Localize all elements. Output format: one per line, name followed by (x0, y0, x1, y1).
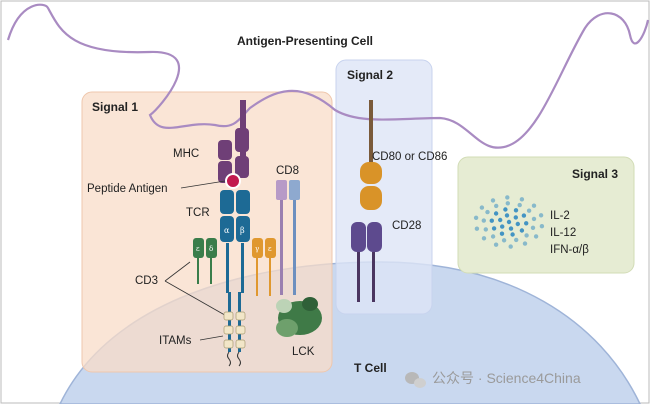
cd80-cd86-molecule (360, 100, 382, 210)
cytokine-dot (533, 234, 539, 239)
cytokine-dot (481, 218, 486, 223)
apc-label: Antigen-Presenting Cell (237, 34, 373, 48)
signal1-panel (81, 91, 333, 373)
lck-label: LCK (292, 346, 315, 358)
cytokine-dot (479, 205, 485, 210)
peptide-pointer (180, 180, 226, 189)
signal3-panel (457, 156, 635, 274)
watermark: 公众号 · Science4China (405, 370, 581, 388)
signal2-title: Signal 2 (347, 68, 393, 82)
cytokine-dot (491, 226, 497, 231)
cytokine-dot (530, 225, 536, 230)
cytokine-dot (521, 213, 527, 218)
cd3-epsilon-2: ε (268, 245, 272, 253)
cytokine-dot (503, 207, 508, 212)
cytokine-dot (513, 208, 519, 213)
cytokine-dot (474, 226, 480, 231)
cytokine-dot (505, 195, 510, 200)
mhc-molecule (218, 100, 249, 183)
cytokine-dot (526, 208, 532, 213)
signal3-title: Signal 3 (572, 167, 618, 181)
cd8-label: CD8 (276, 165, 299, 177)
cd3-gamma: γ (255, 245, 259, 253)
itam-pointer-lines (199, 335, 224, 341)
cytokine-dot (499, 231, 505, 236)
cytokine-dot (498, 217, 503, 223)
cytokine-dot (531, 203, 537, 208)
apc-membrane (6, 3, 650, 149)
cd3-epsilon-1: ε (196, 245, 200, 253)
tcell-label: T Cell (354, 361, 387, 375)
cytokine-dot (473, 215, 479, 220)
peptide-label: Peptide Antigen (87, 183, 168, 195)
signal2-panel (335, 59, 433, 315)
cytokine-dot (485, 209, 490, 215)
cytokine-dot (483, 227, 488, 232)
cytokine-dot (506, 219, 512, 225)
tcr-alpha: α (224, 226, 230, 235)
cytokine-dot (490, 198, 496, 203)
watermark-text: 公众号 · Science4China (432, 370, 581, 386)
cytokine-dot (510, 232, 515, 237)
cytokine-dot (493, 242, 499, 247)
cytokine-dot (515, 221, 520, 227)
mhc-label: MHC (173, 148, 199, 160)
cytokine-dot (500, 224, 505, 229)
cytokine-dot (522, 241, 528, 246)
itam-tails (223, 292, 246, 367)
cytokine-dot (490, 234, 496, 239)
cytokine-il2: IL-2 (550, 210, 570, 222)
cd28-label: CD28 (392, 220, 421, 232)
cd80-label: CD80 or CD86 (372, 151, 447, 163)
cytokine-dot (513, 215, 518, 220)
cytokine-dot (514, 237, 519, 243)
cytokine-dots (473, 195, 545, 249)
cytokine-dot (494, 203, 499, 209)
cytokine-dot (501, 238, 507, 243)
signal1-title: Signal 1 (92, 100, 138, 114)
cytokine-dot (489, 218, 494, 223)
cytokine-dot (531, 216, 537, 222)
cd8-coreceptor (276, 180, 300, 295)
cytokine-dot (517, 202, 522, 208)
tcr-label: TCR (186, 207, 210, 219)
cytokine-dot (508, 244, 513, 249)
cytokine-dot (493, 211, 499, 216)
cytokine-il12: IL-12 (550, 227, 576, 239)
cytokine-dot (538, 213, 544, 218)
cd3-chains (193, 238, 276, 296)
cytokine-dot (524, 233, 529, 238)
cytokine-dot (539, 224, 545, 229)
cytokine-dot (508, 226, 514, 231)
peptide-antigen (225, 173, 241, 189)
cytokine-dot (481, 236, 487, 241)
cytokine-ifn: IFN-α/β (550, 244, 589, 256)
itams-label: ITAMs (159, 335, 192, 347)
cd28-molecule (351, 222, 382, 302)
cytokine-dot (524, 221, 529, 226)
cytokine-dot (504, 213, 510, 218)
lck-kinase (276, 297, 322, 337)
cytokine-dot (505, 201, 510, 206)
cytokine-dot (519, 197, 525, 202)
cd3-label: CD3 (135, 275, 158, 287)
cytokine-dot (519, 228, 525, 233)
cd3-delta: δ (209, 245, 213, 253)
tcr-complex (220, 190, 250, 293)
tcr-beta: β (240, 226, 245, 235)
cd3-pointer-lines (164, 261, 231, 319)
